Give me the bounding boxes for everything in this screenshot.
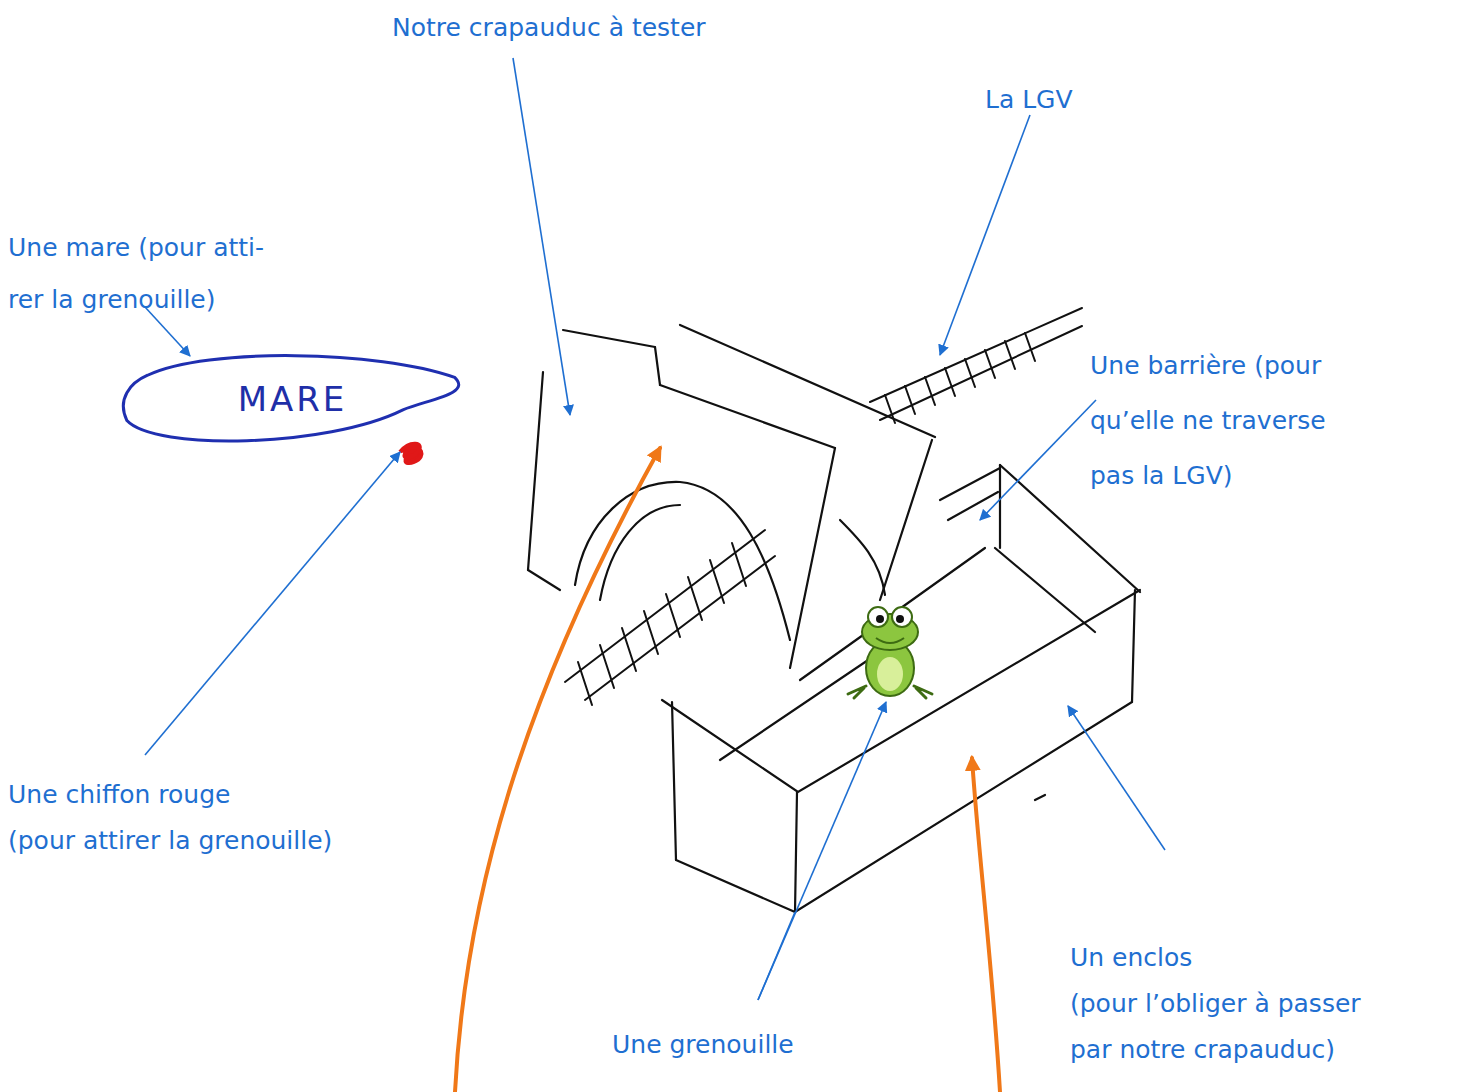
enclosure-sketch [662, 465, 1140, 912]
pond-ellipse: MARE [120, 345, 465, 453]
crapauduc-sketch [528, 325, 935, 668]
railway-tracks [565, 308, 1082, 705]
barrier-label: Une barrière (pour qu’elle ne traverse p… [1090, 338, 1326, 503]
node-text-box: MARE [120, 345, 465, 453]
enclosure-label: Un enclos (pour l’obliger à passer par n… [1070, 935, 1361, 1073]
pond-label: Une mare (pour atti- rer la grenouille) [8, 222, 264, 326]
crapauduc-label: Notre crapauduc à tester [392, 8, 706, 48]
red-rag [400, 444, 422, 463]
frog-label: Une grenouille [612, 1025, 794, 1065]
railway-label: La LGV [985, 80, 1073, 120]
pond-text: MARE [238, 379, 348, 419]
rag-label: Une chiffon rouge (pour attirer la greno… [8, 772, 332, 864]
frog-illustration [848, 607, 932, 698]
leader-lines [145, 58, 1165, 1000]
frog-path-arrows [455, 448, 1000, 1092]
